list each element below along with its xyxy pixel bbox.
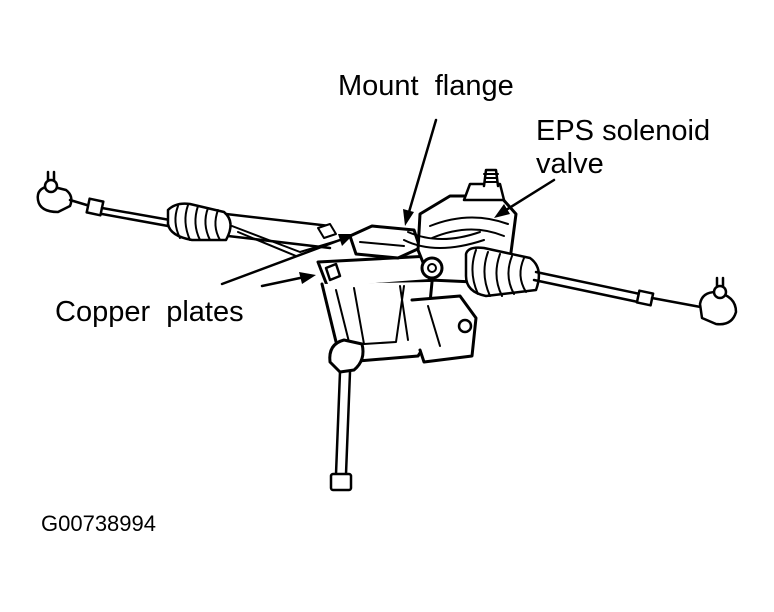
right-tie-rod <box>532 270 708 310</box>
leader-lines <box>220 118 556 288</box>
eps-solenoid <box>482 168 500 188</box>
mount-flange-label: Mount flange <box>338 70 514 102</box>
left-tie-rod-end <box>36 170 105 217</box>
rack-housing-tube <box>224 212 341 257</box>
eps-solenoid-label-line2: valve <box>536 148 604 180</box>
pressure-pipe <box>328 338 365 492</box>
copper-plates-label: Copper plates <box>55 296 244 328</box>
mount-body <box>316 254 478 364</box>
left-tie-rod <box>100 206 172 228</box>
eps-solenoid-label-line1: EPS solenoid <box>536 115 711 147</box>
right-tie-rod-end <box>698 276 738 326</box>
left-boot <box>166 202 232 242</box>
figure-code: G00738994 <box>41 511 156 536</box>
right-boot <box>464 246 541 298</box>
